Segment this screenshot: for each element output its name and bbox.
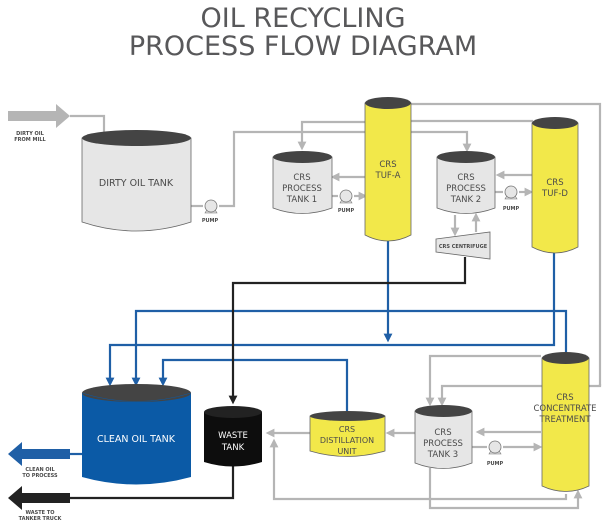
title-line-1: OIL RECYCLING bbox=[200, 3, 405, 34]
tuf-a-label-1: CRS bbox=[379, 160, 396, 170]
process-tank-2-label-2: PROCESS bbox=[446, 184, 486, 194]
process-tank-1[interactable]: CRS PROCESS TANK 1 bbox=[272, 151, 333, 214]
waste-tank-label-1: WASTE bbox=[218, 431, 248, 441]
process-tank-2-label-1: CRS bbox=[457, 173, 474, 183]
dirty-oil-tank-label: DIRTY OIL TANK bbox=[99, 178, 174, 189]
waste-label-2: TANKER TRUCK bbox=[19, 516, 63, 522]
clean-oil-tank-label: CLEAN OIL TANK bbox=[97, 434, 176, 445]
clean-oil-tank[interactable]: CLEAN OIL TANK bbox=[81, 384, 192, 485]
tuf-d-label-1: CRS bbox=[546, 178, 563, 188]
pump-2-label: PUMP bbox=[503, 206, 520, 212]
pump-1[interactable]: PUMP bbox=[338, 189, 355, 214]
process-tank-2[interactable]: CRS PROCESS TANK 2 bbox=[436, 151, 496, 214]
clean-oil-label-2: TO PROCESS bbox=[22, 473, 58, 479]
concentrate-treatment-column[interactable]: CRS CONCENTRATE TREATMENT bbox=[533, 352, 597, 492]
waste-outlet-arrow bbox=[8, 486, 70, 510]
tuf-d-column[interactable]: CRS TUF-D bbox=[531, 117, 579, 254]
blue-pipes bbox=[70, 241, 568, 456]
tuf-a-label-2: TUF-A bbox=[375, 171, 401, 181]
process-tank-1-label-1: CRS bbox=[293, 173, 310, 183]
pump-1-label: PUMP bbox=[338, 208, 355, 214]
waste-tank[interactable]: WASTE TANK bbox=[204, 406, 262, 467]
concentrate-label-1: CRS bbox=[556, 393, 573, 403]
pump-2[interactable]: PUMP bbox=[503, 185, 520, 212]
pump-dirty[interactable]: PUMP bbox=[202, 199, 219, 224]
process-tank-3-label-2: PROCESS bbox=[423, 439, 463, 449]
process-tank-2-label-3: TANK 2 bbox=[450, 195, 481, 205]
tuf-d-label-2: TUF-D bbox=[541, 189, 568, 199]
pump-label: PUMP bbox=[202, 218, 219, 224]
dirty-oil-tank[interactable]: DIRTY OIL TANK bbox=[81, 130, 192, 232]
process-tank-3-label-3: TANK 3 bbox=[427, 450, 458, 460]
distillation-label-1: CRS bbox=[339, 425, 355, 434]
dirty-oil-inlet-arrow bbox=[8, 104, 70, 128]
waste-label-1: WASTE TO bbox=[26, 510, 55, 516]
dirty-oil-label-1: DIRTY OIL bbox=[16, 131, 45, 137]
distillation-label-2: DISTILLATION bbox=[320, 436, 374, 445]
black-pipes bbox=[70, 257, 467, 500]
process-tank-1-label-3: TANK 1 bbox=[286, 195, 317, 205]
centrifuge[interactable]: CRS CENTRIFUGE bbox=[435, 231, 491, 260]
title-line-2: PROCESS FLOW DIAGRAM bbox=[129, 31, 477, 62]
concentrate-label-3: TREATMENT bbox=[538, 415, 591, 425]
process-tank-3[interactable]: CRS PROCESS TANK 3 bbox=[414, 405, 473, 469]
process-tank-3-label-1: CRS bbox=[434, 428, 451, 438]
clean-oil-outlet-arrow bbox=[8, 442, 70, 466]
process-tank-1-label-2: PROCESS bbox=[282, 184, 322, 194]
pump-3-label: PUMP bbox=[487, 461, 504, 467]
pump-3[interactable]: PUMP bbox=[487, 440, 504, 467]
tuf-a-column[interactable]: CRS TUF-A bbox=[364, 97, 412, 242]
distillation-unit[interactable]: CRS DISTILLATION UNIT bbox=[309, 411, 386, 457]
concentrate-label-2: CONCENTRATE bbox=[533, 404, 596, 414]
dirty-oil-label-2: FROM MILL bbox=[14, 137, 46, 143]
clean-oil-label-1: CLEAN OIL bbox=[25, 467, 55, 473]
waste-tank-label-2: TANK bbox=[221, 443, 245, 453]
distillation-label-3: UNIT bbox=[337, 447, 356, 456]
centrifuge-label: CRS CENTRIFUGE bbox=[439, 244, 488, 250]
